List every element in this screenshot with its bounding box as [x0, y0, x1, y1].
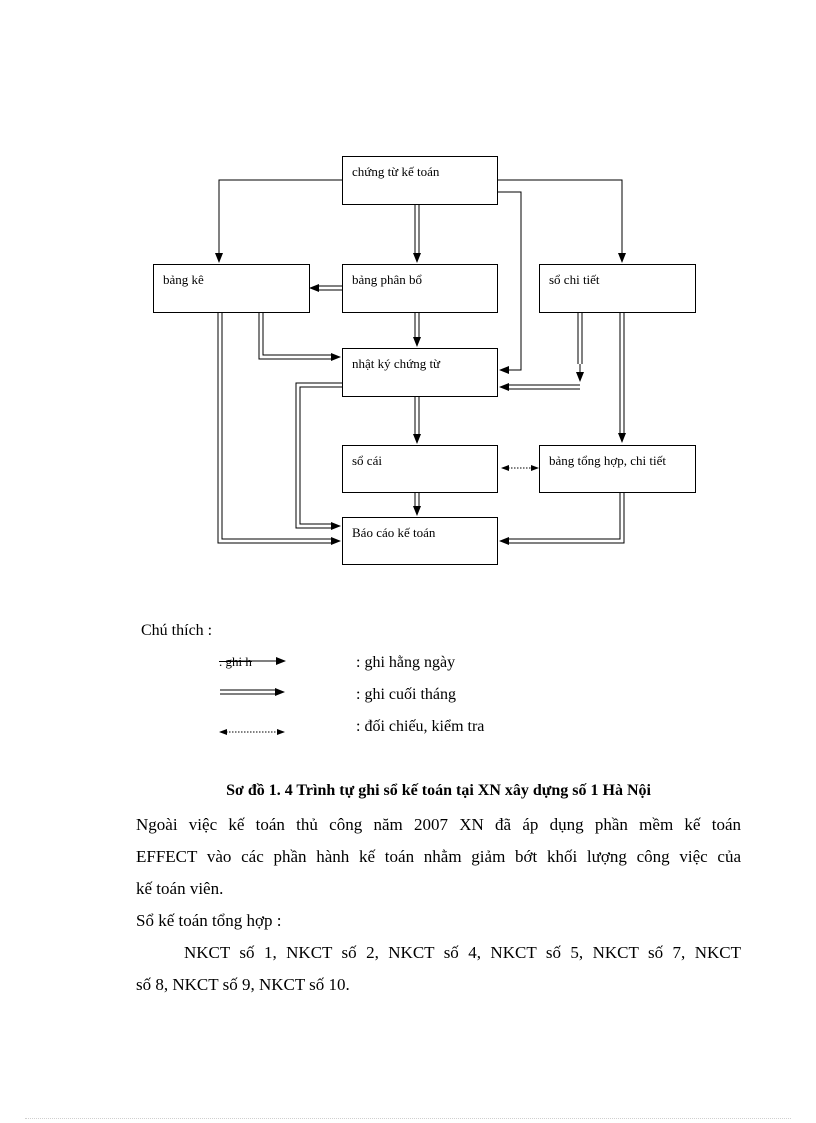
- node-bang-phan-bo: bảng phân bổ: [342, 264, 498, 313]
- arrow-chungtu-to-bangphanbo: [413, 205, 421, 263]
- node-so-chi-tiet: sổ chi tiết: [539, 264, 696, 313]
- node-so-cai: sổ cái: [342, 445, 498, 493]
- arrow-bangphanbo-to-nhatky: [413, 313, 421, 347]
- node-label: sổ chi tiết: [549, 272, 600, 287]
- arrow-bangphanbo-to-bangke: [309, 284, 342, 292]
- paragraph-line: kế toán viên.: [136, 879, 224, 898]
- paragraph-line: Sổ kế toán tổng hợp :: [136, 911, 282, 930]
- node-label: bảng kê: [163, 272, 204, 287]
- node-chung-tu-ke-toan: chứng từ kế toán: [342, 156, 498, 205]
- paragraph-line: số 8, NKCT số 9, NKCT số 10.: [136, 975, 350, 994]
- arrow-chungtu-to-sochitiet: [498, 179, 626, 263]
- arrow-bangke-to-nhatky: [258, 313, 341, 361]
- page-bottom-rule: [25, 1118, 791, 1119]
- node-label: bảng tổng hợp, chi tiết: [549, 453, 666, 468]
- legend-double-arrow: [220, 688, 285, 696]
- paragraph-line: NKCT số 1, NKCT số 2, NKCT số 4, NKCT số…: [184, 943, 741, 962]
- legend-check-label: : đối chiếu, kiểm tra: [356, 718, 485, 735]
- legend-monthly-label: : ghi cuối tháng: [356, 686, 456, 703]
- node-label: nhật ký chứng từ: [352, 356, 441, 371]
- legend-sample-text: . ghi h: [219, 654, 252, 669]
- arrow-chungtu-to-nhatky: [498, 191, 522, 374]
- node-label: bảng phân bổ: [352, 272, 423, 287]
- arrow-socai-to-baocao: [413, 493, 421, 516]
- node-label: chứng từ kế toán: [352, 164, 440, 179]
- paragraph-line: Ngoài việc kế toán thủ công năm 2007 XN …: [136, 815, 741, 834]
- arrow-sochitiet-to-bangtonghop: [618, 313, 626, 443]
- node-bang-ke: bảng kê: [153, 264, 310, 313]
- arrow-bangtonghop-to-baocao: [499, 493, 625, 545]
- legend-title: Chú thích :: [141, 622, 213, 639]
- legend-daily-label: : ghi hằng ngày: [356, 654, 456, 671]
- node-bang-tong-hop-chi-tiet: bảng tổng hợp, chi tiết: [539, 445, 696, 493]
- arrow-bangke-to-baocao: [217, 313, 341, 545]
- arrow-nhatky-to-baocao: [295, 382, 342, 530]
- node-nhat-ky-chung-tu: nhật ký chứng từ: [342, 348, 498, 397]
- arrow-sochitiet-to-nhatky: [499, 313, 584, 391]
- arrow-chungtu-to-bangke: [215, 179, 342, 263]
- figure-caption: Sơ đồ 1. 4 Trình tự ghi sổ kế toán tại X…: [226, 782, 651, 799]
- node-label: Báo cáo kế toán: [352, 525, 436, 540]
- paragraph-line: EFFECT vào các phần hành kế toán nhằm gi…: [136, 847, 741, 866]
- node-label: sổ cái: [352, 453, 382, 468]
- arrow-nhatky-to-socai: [413, 397, 421, 444]
- node-bao-cao-ke-toan: Báo cáo kế toán: [342, 517, 498, 565]
